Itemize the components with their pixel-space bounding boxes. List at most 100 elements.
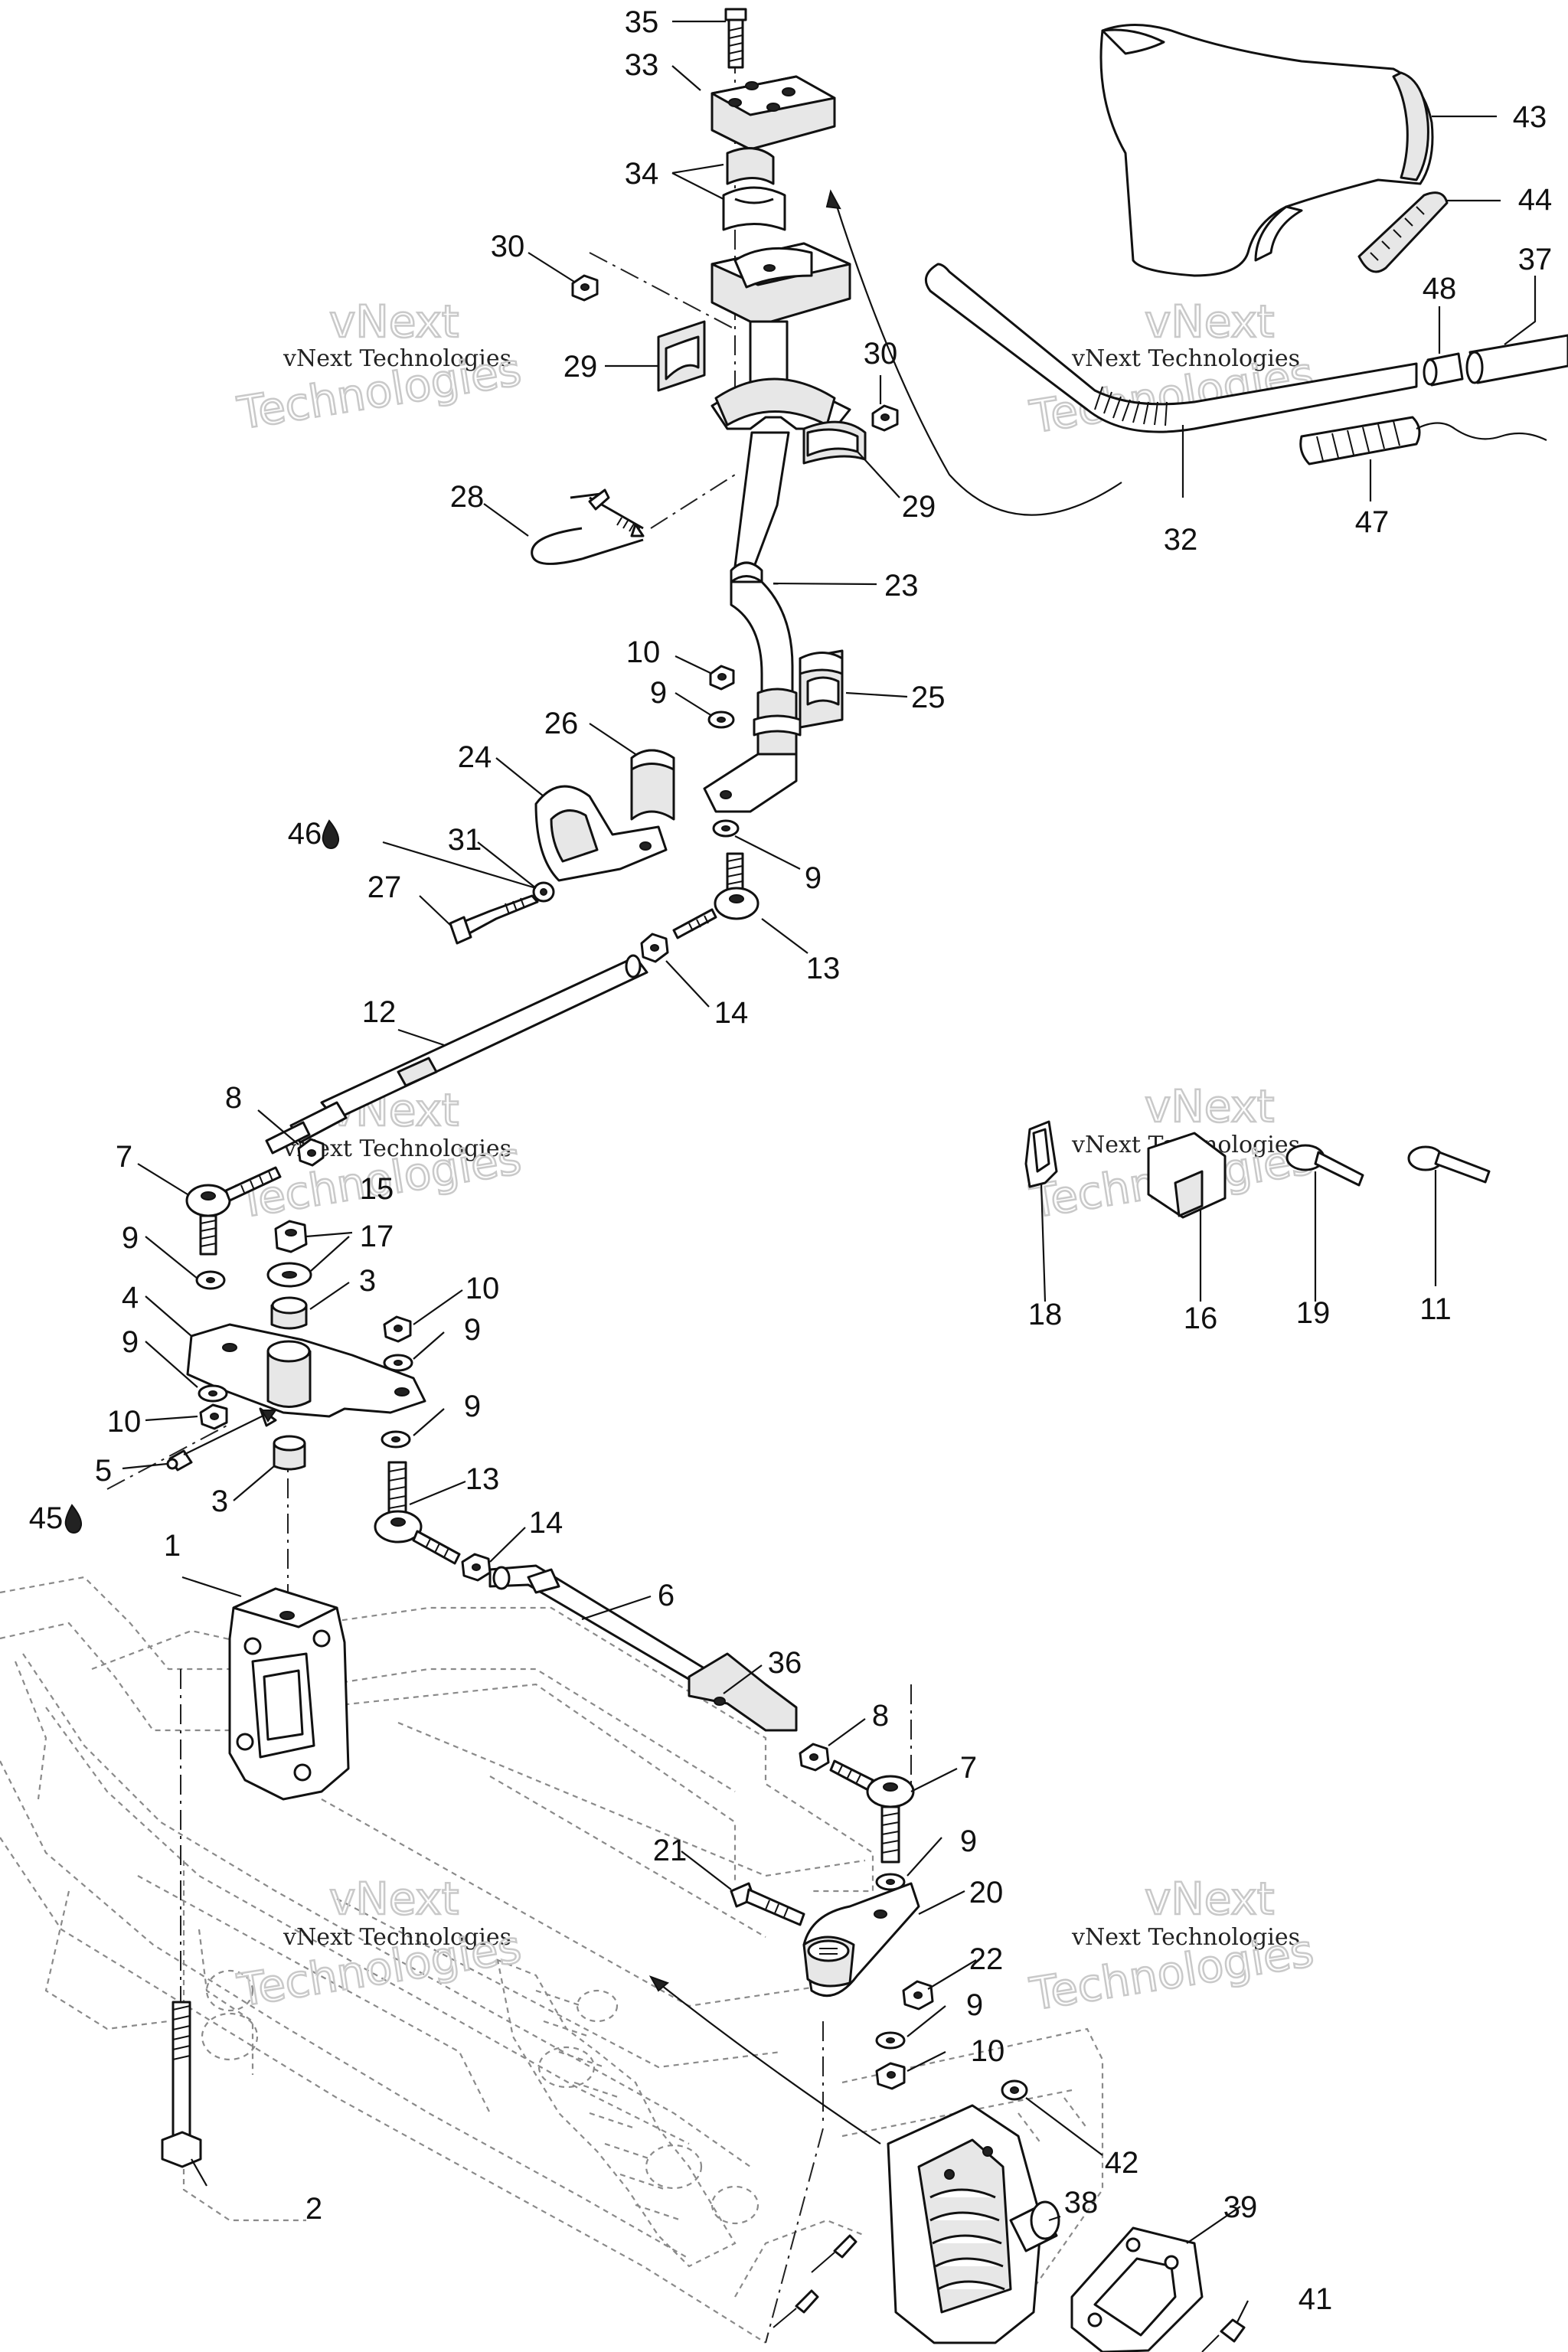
grease-fitting-5 bbox=[166, 1449, 193, 1472]
callout-43: 43 bbox=[1513, 100, 1547, 134]
callout-23: 23 bbox=[884, 569, 919, 603]
watermark-6: vNext vNext Technologies Technologies bbox=[1025, 1872, 1318, 2021]
callout-48: 48 bbox=[1423, 272, 1457, 305]
nut-10-arm-left bbox=[199, 1403, 228, 1430]
callout-47: 47 bbox=[1355, 505, 1390, 539]
callout-46: 46 bbox=[288, 817, 322, 851]
callout-44: 44 bbox=[1518, 183, 1553, 217]
heated-grip-47 bbox=[1299, 416, 1547, 466]
nut-10-idler bbox=[383, 1315, 412, 1343]
callout-17: 17 bbox=[360, 1220, 394, 1253]
foam-44 bbox=[1357, 191, 1449, 273]
bolt-21 bbox=[730, 1882, 805, 1926]
svg-text:vNext: vNext bbox=[329, 296, 459, 348]
callout-20: 20 bbox=[969, 1876, 1004, 1909]
callout-2: 2 bbox=[305, 2192, 322, 2226]
callout-9-arm-left: 9 bbox=[122, 1325, 139, 1359]
callout-13-upper: 13 bbox=[806, 952, 841, 985]
cable-tie-19 bbox=[1285, 1144, 1364, 1187]
callout-1: 1 bbox=[164, 1529, 181, 1563]
bolt-27 bbox=[449, 894, 539, 945]
callout-10-idler: 10 bbox=[466, 1272, 500, 1305]
idler-arm-4 bbox=[186, 1323, 426, 1427]
callout-9-rod-lower: 9 bbox=[960, 1824, 977, 1858]
callout-38: 38 bbox=[1064, 2186, 1099, 2220]
leader-lines bbox=[122, 20, 1537, 2324]
callout-35: 35 bbox=[625, 5, 659, 39]
nut-14-upper bbox=[640, 933, 669, 963]
callout-9-idler-bottom: 9 bbox=[464, 1390, 481, 1423]
spacer-48 bbox=[1423, 352, 1464, 387]
nut-8-upper bbox=[297, 1138, 325, 1167]
bushing-29-right bbox=[802, 420, 867, 465]
callout-32: 32 bbox=[1164, 523, 1198, 557]
bushing-25 bbox=[799, 649, 844, 729]
callout-4: 4 bbox=[122, 1281, 139, 1315]
assembly-arrows bbox=[183, 189, 1122, 2145]
callout-33: 33 bbox=[625, 48, 659, 82]
callout-29-left: 29 bbox=[564, 350, 598, 384]
drop-icon-45 bbox=[64, 1504, 83, 1534]
callout-8-lower: 8 bbox=[872, 1699, 889, 1733]
svg-text:vNext: vNext bbox=[1145, 1080, 1274, 1132]
washer-9-pitman bbox=[875, 2031, 906, 2050]
callout-45: 45 bbox=[29, 1501, 64, 1535]
washer-9-mid bbox=[712, 819, 740, 838]
callout-8-upper: 8 bbox=[225, 1081, 242, 1115]
boot-36 bbox=[688, 1652, 798, 1732]
nut-15 bbox=[274, 1220, 308, 1253]
nut-30-left bbox=[571, 274, 599, 302]
callout-31: 31 bbox=[448, 823, 482, 857]
callout-14-upper: 14 bbox=[714, 996, 749, 1030]
nut-8-lower bbox=[799, 1743, 830, 1772]
tie-rod-12 bbox=[265, 954, 648, 1155]
callout-14-lower: 14 bbox=[529, 1506, 564, 1540]
callout-9-pitman: 9 bbox=[966, 1988, 983, 2022]
callout-18: 18 bbox=[1028, 1298, 1063, 1331]
bushing-26 bbox=[630, 749, 675, 821]
watermark-1: vNext vNext Technologies Technologies bbox=[233, 295, 525, 440]
callout-9-idler-top: 9 bbox=[464, 1313, 481, 1347]
bushing-3-upper bbox=[270, 1296, 308, 1330]
callout-25: 25 bbox=[911, 681, 946, 714]
callout-10-pitman: 10 bbox=[971, 2034, 1005, 2068]
callout-7-lower: 7 bbox=[960, 1751, 977, 1785]
nut-22 bbox=[902, 1980, 934, 2011]
callout-37: 37 bbox=[1518, 243, 1553, 276]
callout-36: 36 bbox=[768, 1646, 802, 1680]
washer-9-top bbox=[707, 710, 735, 729]
drop-icon-46 bbox=[322, 819, 340, 850]
bracket-1 bbox=[228, 1587, 350, 1801]
bolt-2 bbox=[161, 2001, 202, 2168]
callout-30-left: 30 bbox=[491, 230, 525, 263]
bushing-3-lower bbox=[273, 1435, 306, 1471]
washer-9-idler-bottom bbox=[381, 1430, 411, 1449]
callout-3-upper: 3 bbox=[359, 1264, 376, 1298]
washer-9-idler-top bbox=[383, 1354, 413, 1372]
svg-text:vNext: vNext bbox=[1145, 296, 1274, 348]
callout-6: 6 bbox=[658, 1579, 675, 1612]
watermark-3: vNext vNext Technologies Technologies bbox=[233, 1083, 525, 1229]
svg-text:vNext Technologies: vNext Technologies bbox=[1071, 345, 1300, 372]
callout-22: 22 bbox=[969, 1942, 1004, 1976]
svg-text:vNext Technologies: vNext Technologies bbox=[1071, 1924, 1300, 1951]
callout-7-upper: 7 bbox=[116, 1140, 132, 1174]
callout-24: 24 bbox=[458, 740, 492, 774]
callout-42: 42 bbox=[1105, 2146, 1139, 2180]
callout-41: 41 bbox=[1298, 2282, 1333, 2316]
washer-31 bbox=[532, 881, 555, 903]
callout-19: 19 bbox=[1296, 1296, 1331, 1330]
callout-12: 12 bbox=[362, 995, 397, 1029]
svg-text:vNext: vNext bbox=[1145, 1873, 1274, 1925]
nut-30-right bbox=[871, 404, 899, 432]
connector-16 bbox=[1147, 1132, 1227, 1219]
handlebar-cover-43 bbox=[1099, 24, 1434, 277]
callout-3-lower: 3 bbox=[211, 1485, 228, 1518]
watermark-5: vNext vNext Technologies Technologies bbox=[233, 1872, 525, 2017]
nut-10-pitman bbox=[875, 2062, 906, 2090]
rod-end-7-lower bbox=[829, 1759, 915, 1864]
washer-9-arm-left bbox=[198, 1384, 228, 1403]
callout-26: 26 bbox=[544, 707, 579, 740]
nut-10-top bbox=[709, 665, 735, 691]
